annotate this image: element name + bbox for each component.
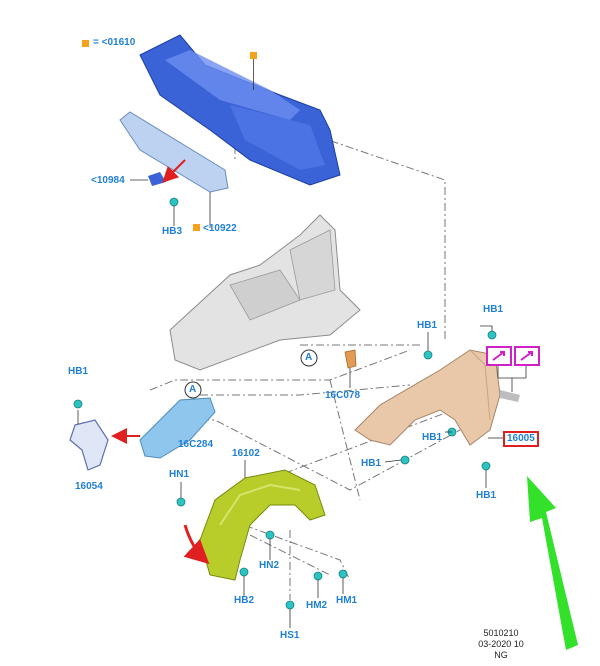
label-hb1-mid: HB1 [417,320,438,331]
fender-part [354,349,520,446]
wheel-arch-liner-part [183,469,326,581]
reference-a-circle-1 [300,349,318,367]
footer-line-3: NG [494,650,508,660]
magnet-icon-2 [514,346,540,366]
reference-a-circle-2 [184,381,202,399]
label-hb1-a: HB1 [422,432,443,443]
modified-part-marker-2 [193,224,200,231]
label-hm2: HM2 [306,600,328,611]
bracket-16c078-part [344,349,357,388]
bracket-16c284-part [111,381,216,459]
body-structure-part [169,214,361,371]
label-hn2: HN2 [259,560,280,571]
label-16054: 16054 [75,481,103,492]
label-hs1: HS1 [280,630,300,641]
label-16c284: 16C284 [178,439,214,450]
highlighted-part-16005[interactable]: 16005 [503,431,539,447]
label-hb1-top: HB1 [483,304,504,315]
label-hb1-c: HB1 [476,490,497,501]
label-16102: 16102 [232,448,260,459]
label-10922: <10922 [203,223,237,234]
label-hm1: HM1 [336,595,358,606]
bracket-16054-part [69,410,109,471]
footer-line-2: 03-2020 10 [478,639,524,649]
highlight-arrow-icon [527,476,578,650]
label-hb2: HB2 [234,595,255,606]
magnet-icon-1 [486,346,512,366]
label-hb3: HB3 [162,226,183,237]
magnet-icons [497,366,527,392]
legend-marker-icon [82,40,89,47]
label-10984: <10984 [91,175,125,186]
modified-part-marker [250,52,257,59]
cowl-reinforcement-part [119,111,229,231]
fastener-leaders [173,206,503,628]
label-hb1-left: HB1 [68,366,89,377]
label-circle-a-1: A [305,352,313,363]
label-circle-a-2: A [189,384,197,395]
label-hb1-b: HB1 [361,458,382,469]
dash-panel-part [139,34,341,186]
diagram-reference-footer: 5010210 03-2020 10 NG [466,628,536,661]
footer-line-1: 5010210 [483,628,519,638]
legend-text: = <01610 [93,37,136,48]
label-hn1: HN1 [169,469,190,480]
label-16c078: 16C078 [325,390,361,401]
